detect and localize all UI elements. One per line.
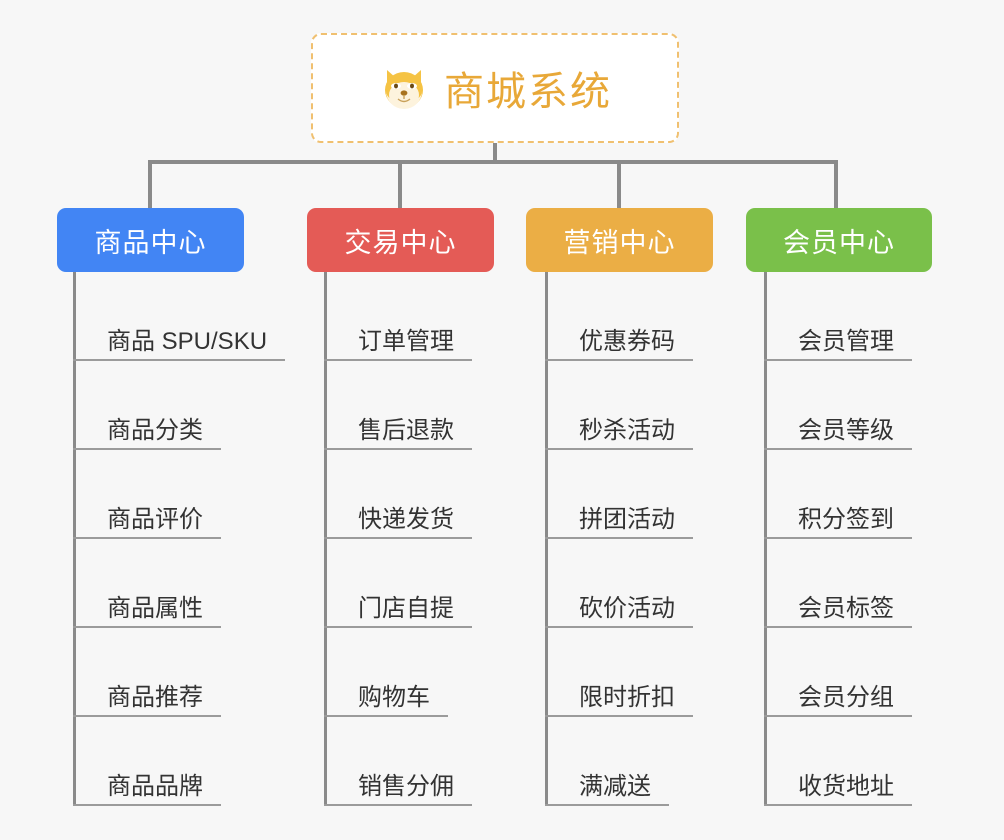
leaf-item[interactable]: 商品分类 xyxy=(73,361,285,450)
leaf-item[interactable]: 拼团活动 xyxy=(545,450,693,539)
leaf-item[interactable]: 售后退款 xyxy=(324,361,472,450)
leaf-underline xyxy=(73,359,285,361)
leaf-column-2: 订单管理 售后退款 快递发货 门店自提 购物车 销售分佣 xyxy=(324,272,472,806)
leaf-item[interactable]: 会员管理 xyxy=(764,272,912,361)
connector-drop-2 xyxy=(398,160,402,208)
leaf-underline xyxy=(764,537,912,539)
leaf-item[interactable]: 商品推荐 xyxy=(73,628,285,717)
leaf-label: 订单管理 xyxy=(358,327,454,355)
leaf-underline xyxy=(545,448,693,450)
leaf-label: 快递发货 xyxy=(358,505,454,533)
leaf-underline xyxy=(324,715,448,717)
leaf-underline xyxy=(545,537,693,539)
leaf-item[interactable]: 商品属性 xyxy=(73,539,285,628)
leaf-item[interactable]: 秒杀活动 xyxy=(545,361,693,450)
leaf-column-3: 优惠券码 秒杀活动 拼团活动 砍价活动 限时折扣 满减送 xyxy=(545,272,693,806)
leaf-label: 会员标签 xyxy=(798,594,894,622)
connector-horizontal-bus xyxy=(148,160,838,164)
leaf-item[interactable]: 优惠券码 xyxy=(545,272,693,361)
leaf-underline xyxy=(545,626,693,628)
leaf-underline xyxy=(764,715,912,717)
shiba-dog-face-icon xyxy=(378,62,430,114)
category-label-2: 交易中心 xyxy=(344,227,457,258)
category-label-4: 会员中心 xyxy=(783,227,895,258)
leaf-underline xyxy=(545,804,669,806)
leaf-underline xyxy=(764,626,912,628)
leaf-underline xyxy=(73,715,221,717)
leaf-item[interactable]: 会员等级 xyxy=(764,361,912,450)
leaf-underline xyxy=(73,804,221,806)
leaf-underline xyxy=(764,448,912,450)
leaf-spine-2 xyxy=(324,272,327,806)
leaf-item[interactable]: 订单管理 xyxy=(324,272,472,361)
leaf-label: 商品 SPU/SKU xyxy=(107,327,268,355)
category-box-3[interactable]: 营销中心 xyxy=(526,208,713,272)
leaf-spine-4 xyxy=(764,272,767,806)
leaf-underline xyxy=(73,626,221,628)
leaf-spine-3 xyxy=(545,272,548,806)
leaf-underline xyxy=(764,804,912,806)
leaf-item[interactable]: 商品评价 xyxy=(73,450,285,539)
leaf-label: 秒杀活动 xyxy=(579,416,675,444)
root-node[interactable]: 商城系统 xyxy=(311,33,679,143)
leaf-item[interactable]: 砍价活动 xyxy=(545,539,693,628)
leaf-label: 会员分组 xyxy=(798,683,894,711)
leaf-underline xyxy=(324,359,472,361)
leaf-item[interactable]: 满减送 xyxy=(545,717,693,806)
connector-root-stem xyxy=(493,143,497,164)
category-label-1: 商品中心 xyxy=(94,227,207,258)
category-box-2[interactable]: 交易中心 xyxy=(307,208,494,272)
leaf-item[interactable]: 积分签到 xyxy=(764,450,912,539)
leaf-label: 商品评价 xyxy=(107,505,203,533)
leaf-label: 销售分佣 xyxy=(358,772,454,800)
leaf-label: 商品推荐 xyxy=(107,683,203,711)
category-box-1[interactable]: 商品中心 xyxy=(57,208,244,272)
leaf-label: 砍价活动 xyxy=(579,594,675,622)
leaf-label: 限时折扣 xyxy=(579,683,675,711)
leaf-label: 收货地址 xyxy=(798,772,894,800)
connector-drop-1 xyxy=(148,160,152,208)
leaf-label: 门店自提 xyxy=(358,594,454,622)
connector-drop-3 xyxy=(617,160,621,208)
leaf-label: 售后退款 xyxy=(358,416,454,444)
leaf-item[interactable]: 限时折扣 xyxy=(545,628,693,717)
root-title: 商城系统 xyxy=(444,70,612,114)
leaf-label: 商品分类 xyxy=(107,416,203,444)
leaf-label: 购物车 xyxy=(358,683,430,711)
leaf-underline xyxy=(324,626,472,628)
leaf-item[interactable]: 商品 SPU/SKU xyxy=(73,272,285,361)
leaf-column-1: 商品 SPU/SKU 商品分类 商品评价 商品属性 商品推荐 商品品牌 xyxy=(73,272,285,806)
leaf-underline xyxy=(545,715,693,717)
leaf-label: 商品品牌 xyxy=(107,772,203,800)
leaf-label: 拼团活动 xyxy=(579,505,675,533)
leaf-column-4: 会员管理 会员等级 积分签到 会员标签 会员分组 收货地址 xyxy=(764,272,912,806)
leaf-item[interactable]: 门店自提 xyxy=(324,539,472,628)
leaf-label: 会员等级 xyxy=(798,416,894,444)
category-label-3: 营销中心 xyxy=(563,227,676,258)
leaf-underline xyxy=(73,537,221,539)
leaf-item[interactable]: 会员分组 xyxy=(764,628,912,717)
leaf-item[interactable]: 销售分佣 xyxy=(324,717,472,806)
leaf-item[interactable]: 会员标签 xyxy=(764,539,912,628)
leaf-underline xyxy=(73,448,221,450)
leaf-underline xyxy=(545,359,693,361)
leaf-item[interactable]: 购物车 xyxy=(324,628,472,717)
leaf-underline xyxy=(324,448,472,450)
connector-drop-4 xyxy=(834,160,838,208)
leaf-label: 会员管理 xyxy=(798,327,894,355)
leaf-item[interactable]: 商品品牌 xyxy=(73,717,285,806)
leaf-underline xyxy=(324,804,472,806)
leaf-label: 商品属性 xyxy=(107,594,203,622)
category-box-4[interactable]: 会员中心 xyxy=(746,208,932,272)
leaf-underline xyxy=(764,359,912,361)
leaf-label: 满减送 xyxy=(579,772,651,800)
leaf-underline xyxy=(324,537,472,539)
leaf-label: 优惠券码 xyxy=(579,327,675,355)
leaf-item[interactable]: 快递发货 xyxy=(324,450,472,539)
leaf-item[interactable]: 收货地址 xyxy=(764,717,912,806)
leaf-spine-1 xyxy=(73,272,76,806)
leaf-label: 积分签到 xyxy=(798,505,894,533)
